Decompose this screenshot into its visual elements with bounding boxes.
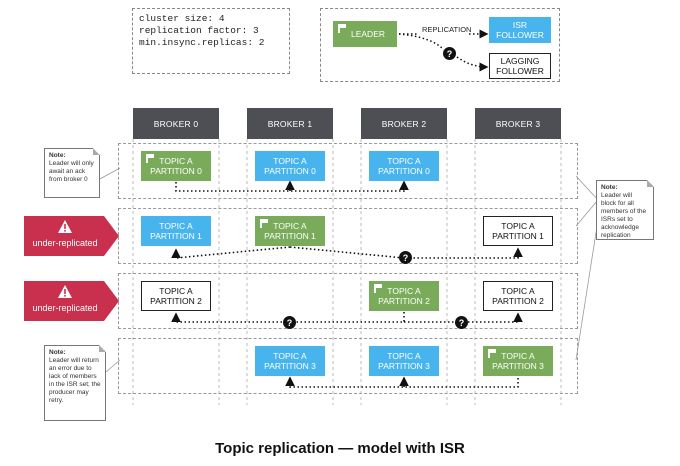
- broker-0-header: BROKER 0: [133, 108, 219, 139]
- note-text: Leader will only await an ack from broke…: [49, 160, 94, 183]
- legend-isr-follower: ISR FOLLOWER: [489, 17, 551, 43]
- legend-leader: LEADER: [333, 21, 397, 47]
- legend-leader-label: LEADER: [350, 29, 385, 39]
- legend-lagging-follower: LAGGING FOLLOWER: [489, 53, 551, 79]
- legend-replication-label: REPLICATION: [421, 25, 473, 34]
- note-broker-0-ack: Note: Leader will only await an ack from…: [44, 148, 100, 198]
- under-replicated-badge: under-replicated: [24, 281, 119, 321]
- note-title: Note:: [49, 152, 66, 159]
- flag-icon: [338, 24, 346, 33]
- broker-1-header: BROKER 1: [247, 108, 333, 139]
- question-icon: ?: [455, 316, 468, 329]
- under-replicated-badge: under-replicated: [24, 216, 119, 256]
- note-isr-error: Note: Leader will return an error due to…: [44, 345, 106, 421]
- note-text: Leader will return an error due to lack …: [49, 357, 101, 404]
- partition-1-lagging-broker-3: TOPIC A PARTITION 1: [483, 216, 553, 246]
- partition-3-leader: TOPIC A PARTITION 3: [483, 346, 553, 376]
- badge-shape: [24, 216, 119, 256]
- lane-partition-0: [118, 143, 578, 199]
- note-text: Leader will block for all members of the…: [601, 192, 647, 239]
- badge-label: under-replicated: [32, 303, 98, 313]
- legend-question-icon: ?: [443, 47, 456, 60]
- partition-3-isr-broker-1: TOPIC A PARTITION 3: [255, 346, 325, 376]
- question-icon: ?: [399, 251, 412, 264]
- partition-1-leader: TOPIC A PARTITION 1: [255, 216, 325, 246]
- partition-0-label: TOPIC A PARTITION 0: [150, 156, 202, 176]
- partition-1-isr-broker-0: TOPIC A PARTITION 1: [141, 216, 211, 246]
- badge-shape: [24, 281, 119, 321]
- note-title: Note:: [49, 349, 66, 356]
- config-line-replication-factor: replication factor: 3: [139, 25, 259, 36]
- partition-0-leader: TOPIC A PARTITION 0: [141, 151, 211, 181]
- partition-2-leader: TOPIC A PARTITION 2: [369, 281, 439, 311]
- config-line-cluster-size: cluster size: 4: [139, 13, 225, 24]
- figure-caption: Topic replication — model with ISR: [215, 440, 465, 457]
- legend-arrows: [398, 29, 489, 72]
- flag-icon: [146, 154, 154, 163]
- question-icon: ?: [283, 316, 296, 329]
- note-isr-block: Note: Leader will block for all members …: [596, 180, 654, 240]
- partition-1-label: TOPIC A PARTITION 1: [264, 221, 316, 241]
- partition-0-isr-broker-1: TOPIC A PARTITION 0: [255, 151, 325, 181]
- config-line-min-insync: min.insync.replicas: 2: [139, 37, 265, 48]
- badge-label: under-replicated: [32, 238, 98, 248]
- broker-3-header: BROKER 3: [475, 108, 561, 139]
- partition-2-label: TOPIC A PARTITION 2: [378, 286, 430, 306]
- legend-box: LEADER ISR FOLLOWER LAGGING FOLLOWER REP…: [320, 8, 560, 82]
- flag-icon: [260, 219, 268, 228]
- partition-3-isr-broker-2: TOPIC A PARTITION 3: [369, 346, 439, 376]
- partition-2-lagging-broker-3: TOPIC A PARTITION 2: [483, 281, 553, 311]
- partition-0-isr-broker-2: TOPIC A PARTITION 0: [369, 151, 439, 181]
- flag-icon: [374, 284, 382, 293]
- note-title: Note:: [601, 184, 618, 191]
- lane-partition-3: [118, 338, 578, 394]
- flag-icon: [488, 349, 496, 358]
- warning-icon: [58, 220, 72, 233]
- warning-icon: [58, 285, 72, 298]
- config-box: cluster size: 4 replication factor: 3 mi…: [132, 8, 290, 74]
- partition-2-lagging-broker-0: TOPIC A PARTITION 2: [141, 281, 211, 311]
- partition-3-label: TOPIC A PARTITION 3: [492, 351, 544, 371]
- broker-2-header: BROKER 2: [361, 108, 447, 139]
